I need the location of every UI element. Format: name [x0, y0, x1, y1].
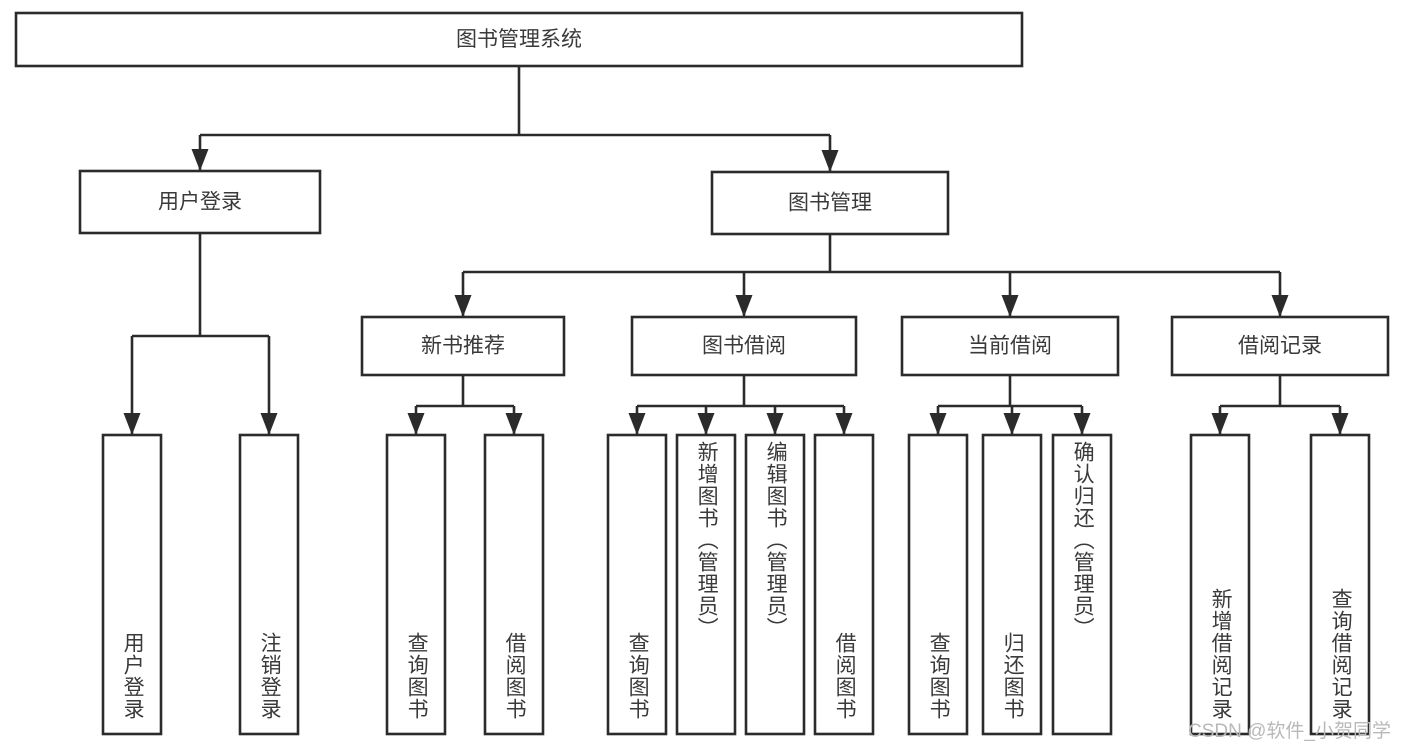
leaf-leaf-edit-book[interactable]	[744, 433, 806, 736]
leaf-box	[1309, 433, 1371, 736]
node-box	[360, 315, 566, 377]
arrow-head-icon	[1073, 413, 1091, 435]
leaf-leaf-query-book-cur[interactable]	[907, 433, 969, 736]
arrow-head-icon	[821, 150, 839, 172]
node-label: 图书管理系统	[456, 28, 582, 51]
leaf-leaf-confirm-return[interactable]	[1051, 433, 1113, 736]
arrow-head-icon	[454, 295, 472, 317]
node-label: 图书借阅	[702, 335, 786, 358]
leaf-box	[1051, 433, 1113, 736]
leaf-leaf-borrow-book-rec[interactable]	[483, 433, 545, 736]
arrow-head-icon	[929, 413, 947, 435]
node-label: 图书管理	[788, 192, 872, 215]
arrow-head-icon	[123, 413, 141, 435]
leaf-leaf-add-book[interactable]	[675, 433, 737, 736]
node-box	[14, 11, 1024, 68]
arrow-head-icon	[1001, 295, 1019, 317]
node-box	[630, 315, 858, 377]
leaf-leaf-user-login[interactable]	[101, 433, 163, 736]
node-label: 当前借阅	[968, 335, 1052, 358]
leaf-box	[101, 433, 163, 736]
leaf-leaf-query-record[interactable]	[1309, 433, 1371, 736]
node-new-book-recommend[interactable]: 新书推荐	[360, 315, 566, 377]
leaf-leaf-logout[interactable]	[238, 433, 300, 736]
node-root[interactable]: 图书管理系统	[14, 11, 1024, 68]
node-label: 借阅记录	[1238, 335, 1322, 358]
node-borrow-record[interactable]: 借阅记录	[1170, 315, 1390, 377]
leaf-leaf-borrow-book[interactable]	[813, 433, 875, 736]
arrow-head-icon	[407, 413, 425, 435]
leaf-leaf-query-book-rec[interactable]	[385, 433, 447, 736]
arrow-head-icon	[1271, 295, 1289, 317]
node-book-borrow[interactable]: 图书借阅	[630, 315, 858, 377]
node-box	[710, 170, 950, 236]
arrow-head-icon	[505, 413, 523, 435]
leaf-box	[907, 433, 969, 736]
arrow-head-icon	[191, 149, 209, 171]
arrow-head-icon	[766, 413, 784, 435]
node-box	[78, 169, 322, 235]
node-user-login[interactable]: 用户登录	[78, 169, 322, 235]
node-current-borrow[interactable]: 当前借阅	[900, 315, 1120, 377]
leaf-box	[483, 433, 545, 736]
leaf-leaf-add-record[interactable]	[1189, 433, 1251, 736]
arrow-head-icon	[1211, 413, 1229, 435]
node-book-management[interactable]: 图书管理	[710, 170, 950, 236]
leaf-leaf-return-book[interactable]	[981, 433, 1043, 736]
leaf-box	[675, 433, 737, 736]
leaf-box	[981, 433, 1043, 736]
leaf-box	[744, 433, 806, 736]
leaf-box	[606, 433, 668, 736]
leaf-box	[385, 433, 447, 736]
arrow-head-icon	[697, 413, 715, 435]
leaf-box	[813, 433, 875, 736]
leaf-leaf-query-book-borrow[interactable]	[606, 433, 668, 736]
leaf-box	[1189, 433, 1251, 736]
arrow-head-icon	[835, 413, 853, 435]
arrow-head-icon	[1003, 413, 1021, 435]
arrow-head-icon	[628, 413, 646, 435]
node-box	[900, 315, 1120, 377]
leaf-box	[238, 433, 300, 736]
connector-layer	[123, 66, 1349, 435]
arrow-head-icon	[260, 413, 278, 435]
node-box	[1170, 315, 1390, 377]
node-label: 用户登录	[158, 191, 242, 214]
node-label: 新书推荐	[421, 335, 505, 358]
arrow-head-icon	[735, 295, 753, 317]
arrow-head-icon	[1331, 413, 1349, 435]
